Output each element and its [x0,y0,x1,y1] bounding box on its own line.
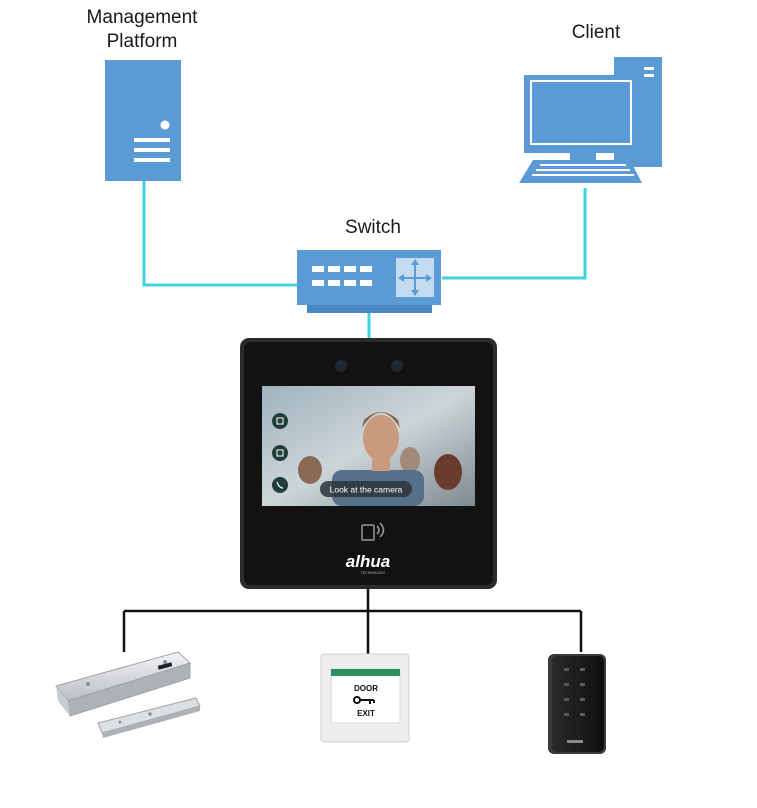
device-brand-logo: alhua [346,552,390,571]
face-recognition-terminal-icon: Look at the camera alhua TECHNOLOGY [240,338,497,589]
peripheral-wiring [122,587,583,654]
link-server-switch [142,180,297,287]
key-icon [353,696,375,704]
magnetic-lock-icon [55,651,201,738]
terminal-screen-prompt: Look at the camera [330,485,403,495]
link-client-switch [442,188,587,280]
switch-label: Switch [345,217,401,238]
card-sensor-icon [361,522,385,541]
device-brand-sub: TECHNOLOGY [361,571,386,575]
exit-button-icon: DOOR EXIT [320,653,410,743]
terminal-menu-icon [272,413,288,429]
management-label-line2: Platform [106,31,178,52]
desktop-computer-icon [519,57,662,183]
management-platform-label: Management Platform [62,6,222,54]
server-icon [105,60,181,181]
client-label: Client [571,22,621,43]
exit-button-line1: DOOR [354,684,378,693]
network-links [142,180,587,341]
card-reader-icon [548,654,606,754]
network-switch-icon [297,250,441,313]
terminal-face-icon [272,445,288,461]
management-label-line1: Management [86,7,198,28]
exit-button-line2: EXIT [357,709,375,718]
terminal-call-icon [272,477,288,493]
